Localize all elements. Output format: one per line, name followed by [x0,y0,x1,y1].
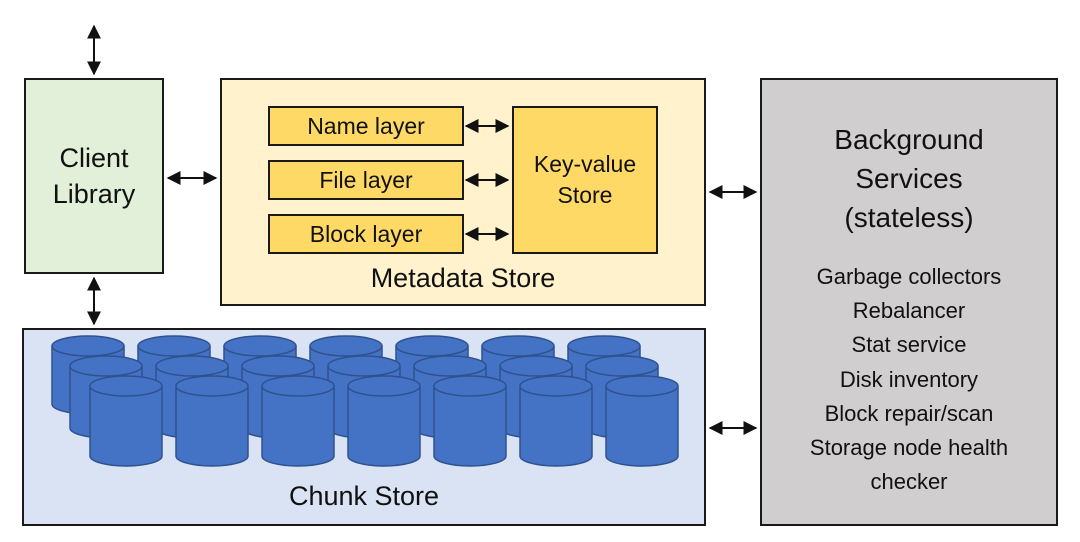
chunk-store-label: Chunk Store [288,481,440,511]
service-stat-service: Stat service [851,332,967,358]
client-library-label-line1: Client [59,142,129,173]
block-layer-box: Block layer [268,214,464,254]
disk-cylinder-icon [261,375,335,467]
disk-cylinder-icon [605,375,679,467]
metadata-store-label: Metadata Store [370,263,556,293]
disk-cylinder-icon [347,375,421,467]
background-services-title-line3: (stateless) [844,202,974,234]
key-value-store-label-line2: Store [557,182,613,208]
file-layer-label: File layer [319,166,413,193]
chunk-store-box: Chunk Store [22,328,706,526]
service-checker: checker [870,469,948,495]
disk-cylinder-icon [519,375,593,467]
service-block-repair-scan: Block repair/scan [824,400,994,426]
background-services-box: Background Services (stateless) Garbage … [760,78,1058,526]
service-garbage-collectors: Garbage collectors [816,263,1002,289]
background-services-title-line2: Services [855,163,963,195]
block-layer-label: Block layer [309,220,423,247]
background-services-list: Garbage collectors Rebalancer Stat servi… [810,260,1008,500]
background-services-title: Background Services (stateless) [834,120,983,238]
service-disk-inventory: Disk inventory [839,366,979,392]
client-library-label-line2: Library [52,179,136,209]
name-layer-box: Name layer [268,106,464,146]
key-value-store-box: Key-value Store [512,106,658,254]
chunk-store-cylinders [51,335,679,467]
file-layer-box: File layer [268,160,464,200]
disk-cylinder-icon [89,375,163,467]
disk-cylinder-icon [433,375,507,467]
metadata-store-box: Name layer File layer Block layer Key-va… [220,78,706,306]
key-value-store-label-line1: Key-value [533,150,637,177]
client-library-box: Client Library [24,78,164,274]
name-layer-label: Name layer [307,112,425,139]
service-storage-node-health: Storage node health [809,435,1009,461]
disk-cylinder-icon [175,375,249,467]
service-rebalancer: Rebalancer [852,297,966,323]
background-services-title-line1: Background [834,124,984,155]
